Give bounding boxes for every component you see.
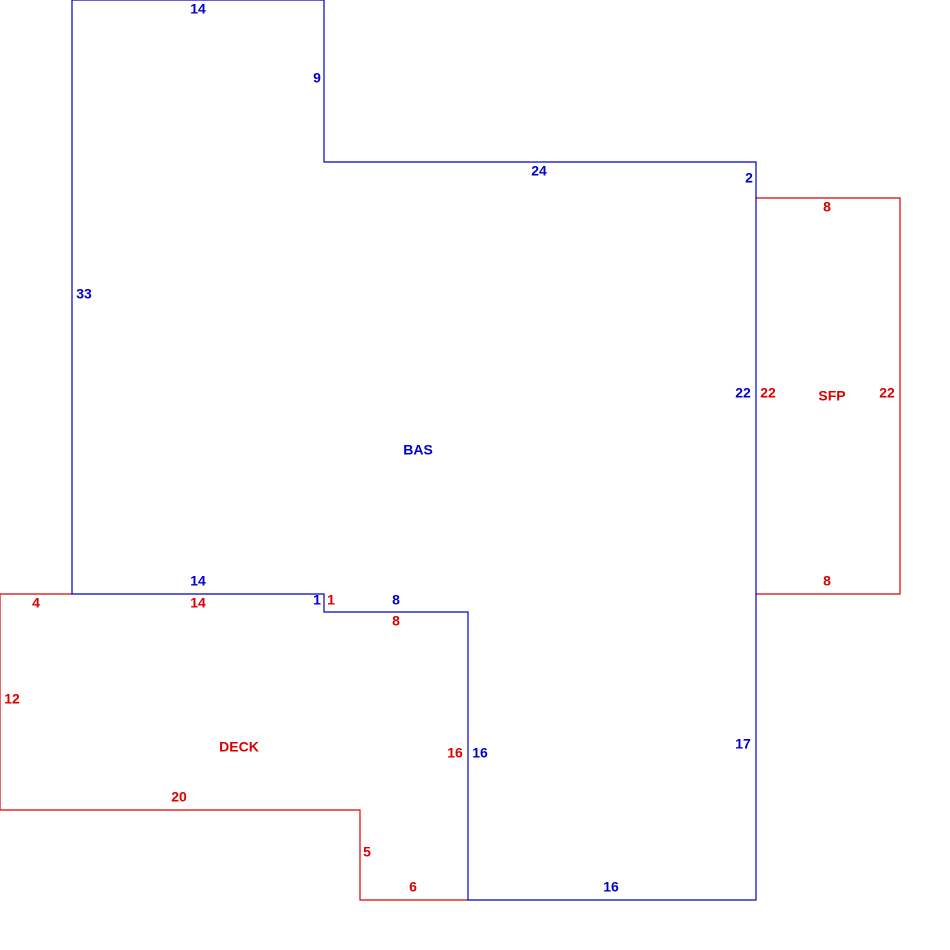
bas-dim-bottom: 16 bbox=[603, 879, 619, 895]
bas-dim-step-top: 8 bbox=[392, 592, 400, 608]
bas-dim-right-jog: 2 bbox=[745, 170, 753, 186]
bas-dim-small-step: 1 bbox=[313, 592, 321, 608]
sfp-dim-right-side: 22 bbox=[879, 385, 895, 401]
deck-dim-right-side: 16 bbox=[447, 745, 463, 761]
bas-dim-right-upper: 22 bbox=[735, 385, 751, 401]
deck-area-label: DECK bbox=[219, 739, 259, 755]
deck-dim-top-left: 4 bbox=[32, 595, 40, 611]
sfp-dim-left-side: 22 bbox=[760, 385, 776, 401]
sfp-area-label: SFP bbox=[818, 388, 845, 404]
bas-dim-step-side: 16 bbox=[472, 745, 488, 761]
deck-dim-left-side: 12 bbox=[4, 691, 20, 707]
bas-dim-bottom-left: 14 bbox=[190, 573, 206, 589]
bas-area-label: BAS bbox=[403, 442, 433, 458]
bas-dim-top-left: 14 bbox=[190, 1, 206, 17]
sfp-dim-top: 8 bbox=[823, 199, 831, 215]
bas-outline bbox=[71, 0, 757, 901]
bas-dim-upper-top: 24 bbox=[531, 163, 547, 179]
deck-dim-step-top: 8 bbox=[392, 613, 400, 629]
deck-dim-drop: 5 bbox=[363, 844, 371, 860]
bas-dim-left-side: 33 bbox=[76, 286, 92, 302]
deck-dim-bottom-left: 20 bbox=[171, 789, 187, 805]
sfp-outline bbox=[756, 197, 901, 595]
bas-dim-right-lower: 17 bbox=[735, 736, 751, 752]
deck-outline bbox=[0, 593, 468, 901]
deck-dim-bottom-right: 6 bbox=[409, 879, 417, 895]
deck-dim-top-mid: 14 bbox=[190, 595, 206, 611]
bas-dim-notch-side: 9 bbox=[313, 70, 321, 86]
deck-dim-small-step: 1 bbox=[327, 592, 335, 608]
sfp-dim-bottom: 8 bbox=[823, 573, 831, 589]
